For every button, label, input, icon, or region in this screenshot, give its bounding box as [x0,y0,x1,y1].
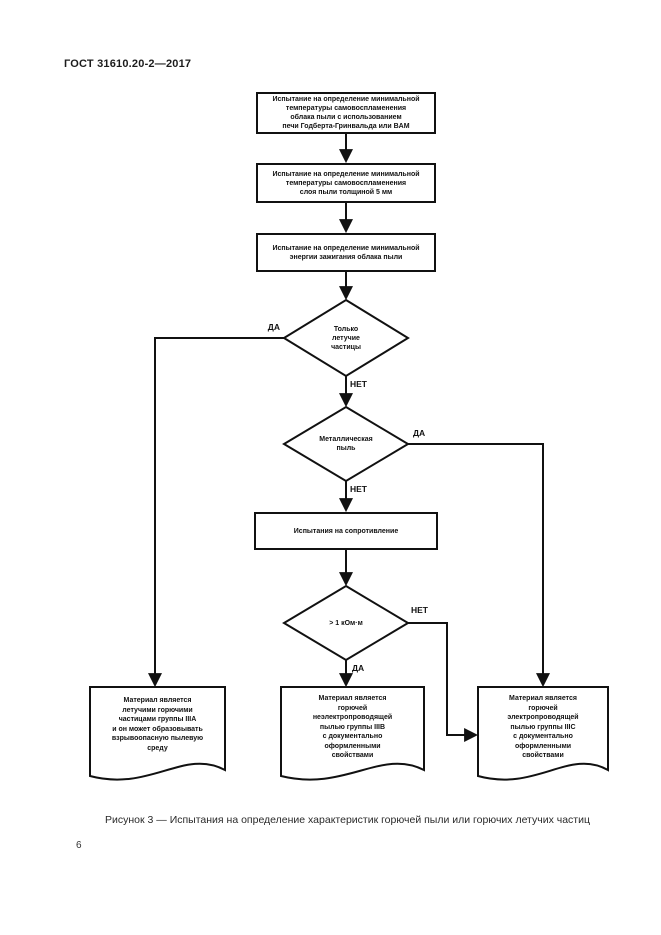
process-min-ignition-energy: Испытание на определение минимальной эне… [256,233,436,272]
decision-metal-dust-diamond [282,405,410,483]
decision-resistivity-diamond [282,584,410,662]
figure-caption: Рисунок 3 — Испытания на определение хар… [105,814,590,826]
process-resistance-test: Испытания на сопротивление [254,512,438,550]
connector-decision2-yes-dociiic [408,443,550,688]
decision-metal-dust-label: Металлическая пыль [319,436,373,452]
decision-volatile-only-label: Только летучие частицы [331,325,361,351]
connector-decision1-yes-dociiia [148,337,284,688]
connector-decision3-no-dociiic [408,622,479,742]
process-cloud-ignition-temp: Испытание на определение минимальной тем… [256,92,436,134]
branch-no-decision1: НЕТ [350,379,367,389]
branch-no-decision2: НЕТ [350,484,367,494]
branch-no-decision3: НЕТ [411,605,428,615]
standard-code: ГОСТ 31610.20-2—2017 [64,58,192,70]
branch-yes-decision3: ДА [352,663,365,673]
document-group-iiia-text: Материал является летучими горючими част… [111,697,204,752]
decision-volatile-only-diamond [282,298,410,378]
branch-yes-decision2: ДА [413,428,426,438]
branch-yes-decision1: ДА [267,322,280,332]
page-number: 6 [76,840,82,851]
document-group-iiia-shape [89,686,226,781]
decision-resistivity-label: > 1 кОм·м [329,619,363,627]
process-layer-ignition-temp: Испытание на определение минимальной тем… [256,163,436,203]
document-group-iiib-text: Материал является горючей неэлектропрово… [312,695,393,759]
document-group-iiic-shape [477,686,609,781]
document-group-iiic-text: Материал является горючей электропроводя… [507,695,579,759]
document-group-iiib-shape [280,686,425,781]
